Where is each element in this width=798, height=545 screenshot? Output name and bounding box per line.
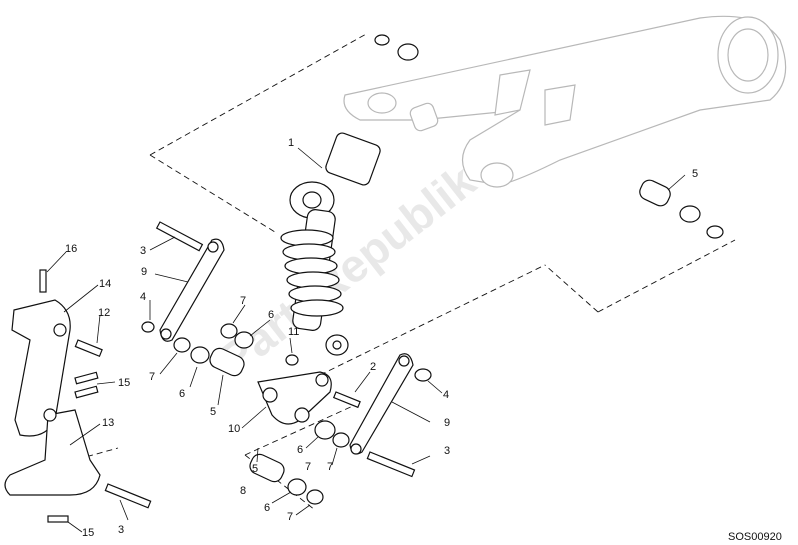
shock-spring (280, 229, 344, 317)
callout-4: 4 (443, 389, 449, 401)
footpeg-brackets (4, 269, 103, 523)
callout-6: 6 (264, 502, 270, 514)
callout-13: 13 (102, 417, 114, 429)
callout-16: 16 (65, 243, 77, 255)
shock-absorber (280, 132, 381, 356)
watermark: PartsRepublik (209, 154, 485, 386)
callout-7: 7 (305, 461, 311, 473)
callout-3: 3 (118, 524, 124, 536)
callout-6: 6 (268, 309, 274, 321)
callout-5: 5 (692, 168, 698, 180)
callout-3: 3 (140, 245, 146, 257)
callout-15: 15 (82, 527, 94, 539)
diagram-code: SOS00920 (728, 531, 782, 543)
callout-6: 6 (297, 444, 303, 456)
callout-5: 5 (252, 463, 258, 475)
callout-labels: 1 2 3 3 3 4 4 5 5 5 6 6 6 6 7 7 7 7 7 8 … (65, 137, 698, 539)
callout-6: 6 (179, 388, 185, 400)
rocker-link (257, 371, 332, 425)
callout-7: 7 (327, 461, 333, 473)
callout-2: 2 (370, 361, 376, 373)
callout-1: 1 (288, 137, 294, 149)
bolts (104, 221, 416, 509)
callout-9: 9 (141, 266, 147, 278)
callout-15: 15 (118, 377, 130, 389)
bushings-and-spacers (141, 34, 724, 505)
callout-3: 3 (444, 445, 450, 457)
callout-8: 8 (240, 485, 246, 497)
callout-4: 4 (140, 291, 146, 303)
callout-14: 14 (99, 278, 111, 290)
tie-rods (159, 238, 414, 455)
callout-10: 10 (228, 423, 240, 435)
callout-9: 9 (444, 417, 450, 429)
callout-12: 12 (98, 307, 110, 319)
callout-11: 11 (288, 326, 299, 338)
callout-7: 7 (240, 295, 246, 307)
leader-lines (46, 147, 686, 533)
callout-5: 5 (210, 406, 216, 418)
callout-7: 7 (287, 511, 293, 523)
callout-7: 7 (149, 371, 155, 383)
swingarm (343, 15, 787, 188)
